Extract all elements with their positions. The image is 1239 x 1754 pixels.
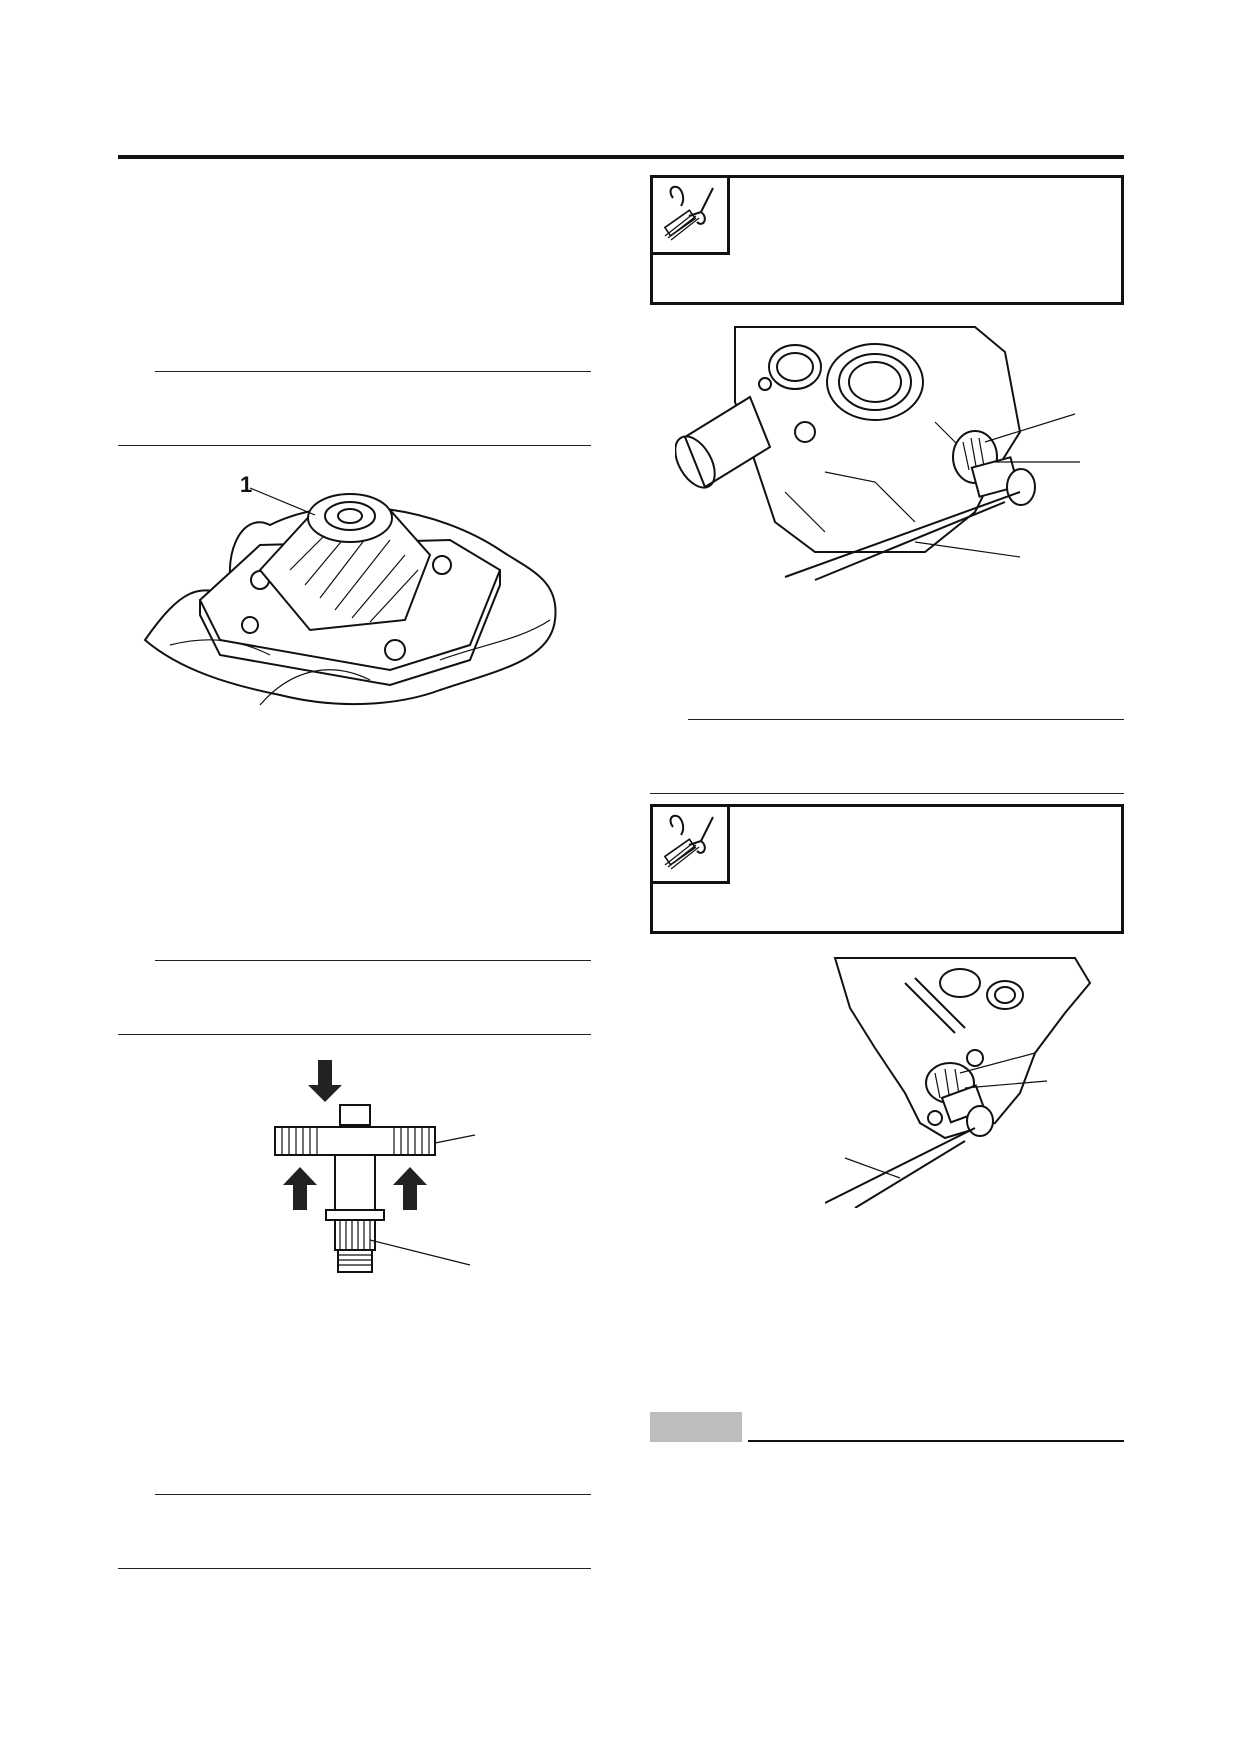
note-badge — [650, 1412, 742, 1442]
callout-label: 1 — [240, 472, 253, 497]
section-divider — [650, 793, 1124, 794]
header-rule — [118, 155, 1124, 159]
section-divider — [118, 1034, 591, 1035]
wrench-tool-icon — [653, 178, 730, 255]
figure-bevel-gear-housing — [140, 470, 560, 710]
special-tool-box — [650, 804, 1124, 934]
note-rule — [748, 1440, 1124, 1442]
section-divider — [155, 1494, 591, 1495]
section-divider — [118, 1568, 591, 1569]
wrench-tool-icon — [653, 807, 730, 884]
section-divider — [155, 371, 591, 372]
section-divider — [155, 960, 591, 961]
figure-crankcase-bearing-2 — [824, 953, 1095, 1209]
figure-gear-press — [270, 1055, 490, 1300]
section-divider — [118, 445, 591, 446]
special-tool-box — [650, 175, 1124, 305]
section-divider — [688, 719, 1124, 720]
figure-crankcase-bearing-1 — [674, 322, 1095, 582]
